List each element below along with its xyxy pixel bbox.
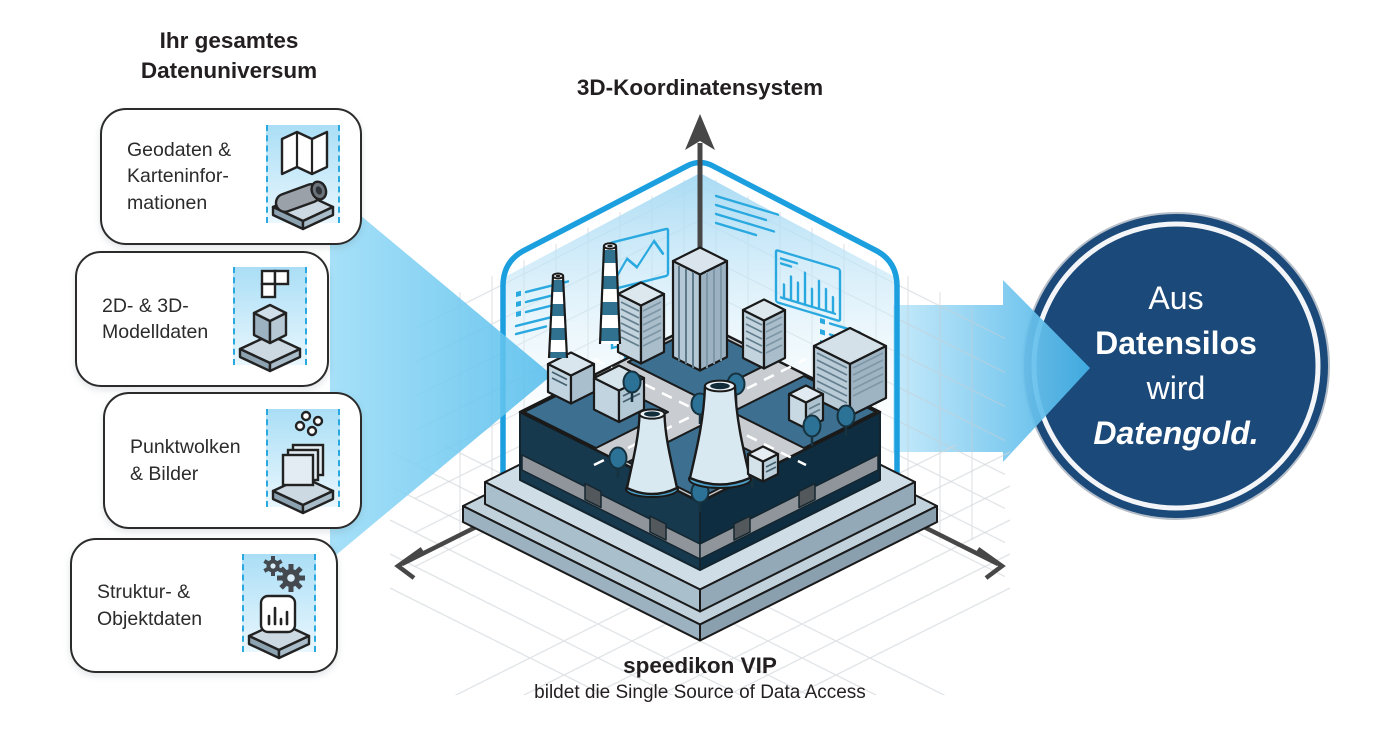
product-tagline: bildet die Single Source of Data Access xyxy=(534,682,866,703)
city-buildings xyxy=(546,242,888,512)
center-title: 3D-Koordinatensystem xyxy=(576,75,824,100)
databox-label: 2D- & 3D- Modelldaten xyxy=(102,294,209,344)
pipes xyxy=(521,454,879,560)
result-circle-text: Aus Datensilos wird Datengold. xyxy=(1051,276,1301,456)
product-name: speedikon VIP xyxy=(623,653,777,678)
databox-modelldaten: 2D- & 3D- Modelldaten xyxy=(75,251,329,387)
databox-geodaten: Geodaten & Karteninfor- mationen xyxy=(100,108,362,245)
mid-tower-right xyxy=(741,298,787,370)
circle-line-2: Datensilos xyxy=(1095,325,1257,361)
chimney-1 xyxy=(547,272,569,359)
gears-structure-icon xyxy=(235,552,323,660)
factory xyxy=(546,351,646,424)
map-roll-icon xyxy=(259,123,347,231)
databox-strukturdaten: Struktur- & Objektdaten xyxy=(70,538,338,673)
z-axis-arrow xyxy=(685,114,715,258)
mid-tower-left xyxy=(616,281,666,365)
east-building xyxy=(812,326,888,418)
result-arrow xyxy=(893,280,1090,462)
databox-punktwolken: Punktwolken & Bilder xyxy=(103,392,362,529)
tall-tower xyxy=(671,246,729,372)
left-panel-title: Ihr gesamtes Datenuniversum xyxy=(140,28,318,83)
circle-line-3: wird xyxy=(1146,370,1206,406)
bottom-caption: speedikon VIP bildet die Single Source o… xyxy=(480,652,920,706)
cooling-towers xyxy=(625,379,752,498)
databox-label: Punktwolken & Bilder xyxy=(130,436,241,485)
databox-label: Geodaten & Karteninfor- mationen xyxy=(127,138,232,214)
south-small-box xyxy=(746,445,780,483)
databox-label: Struktur- & Objektdaten xyxy=(97,581,203,630)
chimney-2 xyxy=(598,242,622,345)
funnel-arrow xyxy=(330,190,552,560)
pointcloud-images-icon xyxy=(259,407,347,515)
model-2d3d-icon xyxy=(226,265,314,373)
circle-line-4: Datengold. xyxy=(1093,415,1259,451)
circle-line-1: Aus xyxy=(1148,280,1204,316)
